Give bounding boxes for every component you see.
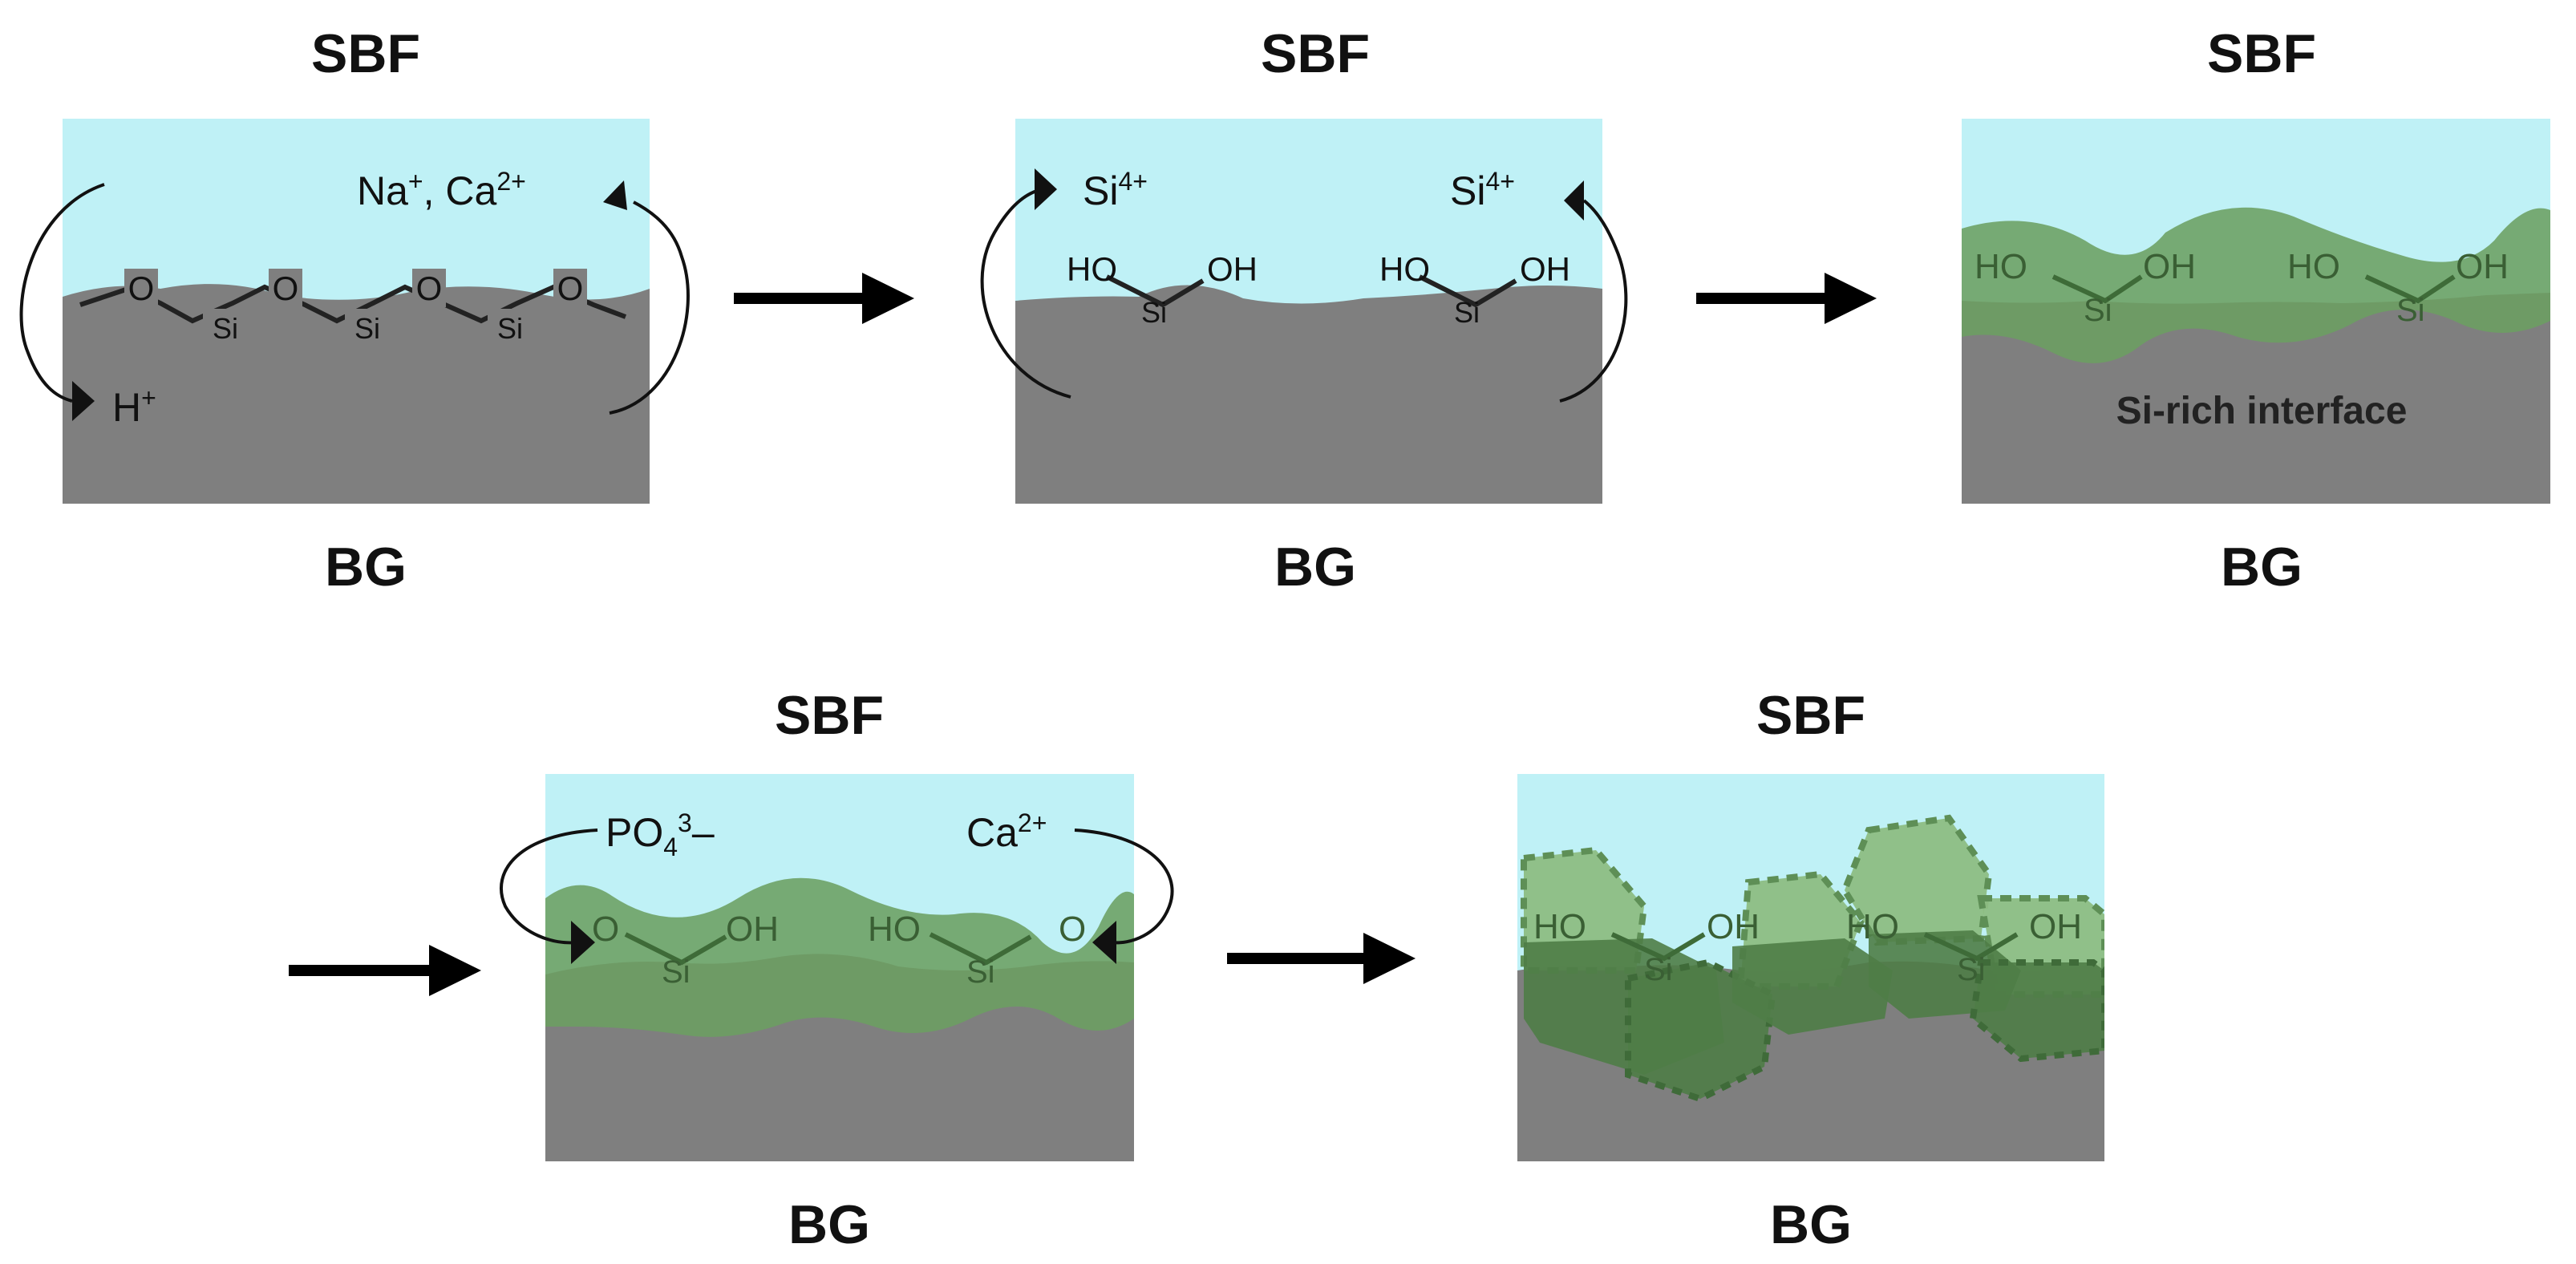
svg-text:HO: HO	[1533, 907, 1586, 946]
stage-4-bg-label: BG	[788, 1194, 870, 1255]
stage-4-phosphate-ion: PO43–	[606, 808, 715, 861]
stage-3-silica-gel-layer	[1962, 207, 2550, 363]
stage-3-sbf-label: SBF	[2207, 23, 2316, 84]
process-arrow-4	[1227, 933, 1416, 984]
process-arrow-1	[734, 273, 914, 324]
stage-2-silica-dissolution: SBF BG HO Si OH HO Si OH Si4+ Si4+	[980, 23, 1628, 598]
stage-5-silanol-group-1: HO Si OH	[1533, 907, 1760, 987]
stage-4-sbf-label: SBF	[775, 685, 884, 746]
stage-1-bg-label: BG	[325, 537, 407, 598]
stage-2-si-release-arrow-right	[1559, 199, 1628, 403]
svg-text:Si: Si	[1454, 296, 1480, 329]
stage-1-na-ca-ions: Na+, Ca2+	[357, 167, 526, 213]
stage-1-h-arrowhead	[72, 381, 95, 421]
stage-4-silanol-group-2: HO Si O	[868, 910, 1086, 990]
stage-4-ca-adsorption-arrow	[1074, 828, 1174, 945]
svg-text:HO: HO	[868, 910, 921, 949]
stage-1-siloxane-chain: O Si O Si O Si O	[79, 269, 627, 347]
stage-2-si-ion-left: Si4+	[1083, 167, 1148, 213]
o-atom: O	[416, 269, 443, 307]
si-rich-interface-label: Si-rich interface	[2116, 390, 2408, 432]
stage-2-si-release-arrow-left	[980, 188, 1071, 399]
svg-text:Si: Si	[662, 954, 691, 990]
si-atom: Si	[497, 312, 523, 345]
svg-text:OH: OH	[2143, 247, 2196, 286]
svg-text:Si: Si	[2396, 293, 2425, 328]
stage-3-bg-label: BG	[2221, 537, 2303, 598]
svg-text:HO: HO	[1379, 250, 1430, 288]
svg-text:OH: OH	[2456, 247, 2509, 286]
svg-text:Si: Si	[1141, 296, 1167, 329]
svg-text:Si: Si	[966, 954, 995, 990]
svg-text:HO: HO	[1846, 907, 1899, 946]
svg-text:Si: Si	[2084, 293, 2112, 328]
stage-5-apatite-crystals	[1521, 814, 2104, 1103]
stage-3-silanol-group-2: HO Si OH	[2287, 247, 2509, 328]
svg-text:OH: OH	[1207, 250, 1258, 288]
stage-2-si-ion-right: Si4+	[1450, 167, 1515, 213]
stage-5-bg-label: BG	[1770, 1194, 1852, 1255]
stage-2-bg-label: BG	[1274, 537, 1356, 598]
svg-text:OH: OH	[1707, 907, 1760, 946]
svg-text:O: O	[1059, 910, 1086, 949]
si-atom: Si	[354, 312, 380, 345]
o-atom: O	[273, 269, 299, 307]
svg-text:HO: HO	[2287, 247, 2340, 286]
stage-3-silanol-group-1: HO Si OH	[1975, 247, 2196, 328]
stage-5-sbf-label: SBF	[1756, 685, 1865, 746]
stage-1-ion-exchange: SBF BG O Si O Si O Si O H+ Na+,	[19, 23, 690, 598]
stage-4-silica-gel-layer	[545, 877, 1134, 1037]
stage-4-silanol-group-1: O Si OH	[592, 910, 779, 990]
stage-5-silanol-group-2: HO Si OH	[1846, 907, 2082, 987]
o-atom: O	[557, 269, 584, 307]
stage-1-sbf-label: SBF	[311, 23, 420, 84]
stage-4-calcium-ion: Ca2+	[966, 808, 1047, 855]
svg-text:Si: Si	[1644, 952, 1673, 987]
svg-text:Si: Si	[1957, 952, 1986, 987]
stage-3-si-rich-layer: SBF BG HO Si OH HO Si OH Si-rich interfa…	[1962, 23, 2550, 598]
stage-2-sbf-label: SBF	[1261, 23, 1370, 84]
svg-text:HO: HO	[1067, 250, 1117, 288]
stage-2-silanol-group-1: HO Si OH	[1067, 250, 1258, 329]
stage-1-h-exchange-arrow	[19, 183, 105, 403]
svg-text:OH: OH	[2029, 907, 2082, 946]
process-arrow-2	[1696, 273, 1877, 324]
stage-5-apatite-crystallization: SBF BG HO Si OH HO Si OH	[1517, 685, 2104, 1255]
si-atom: Si	[213, 312, 238, 345]
svg-text:O: O	[592, 910, 619, 949]
stage-1-na-ca-arrowhead	[603, 180, 627, 210]
stage-4-calcium-phosphate-adsorption: SBF BG O Si OH HO Si O PO43– Ca2+	[500, 685, 1174, 1255]
svg-text:OH: OH	[1520, 250, 1570, 288]
svg-text:HO: HO	[1975, 247, 2027, 286]
stage-1-na-ca-release-arrow	[609, 201, 690, 415]
o-atom: O	[128, 269, 155, 307]
stage-1-h-ion: H+	[112, 383, 156, 430]
process-arrow-3	[289, 945, 481, 996]
stage-2-glass-region	[1015, 285, 1602, 504]
stage-4-po4-adsorption-arrow	[500, 828, 598, 945]
svg-text:OH: OH	[726, 910, 779, 949]
stage-2-silanol-group-2: HO Si OH	[1379, 250, 1570, 329]
